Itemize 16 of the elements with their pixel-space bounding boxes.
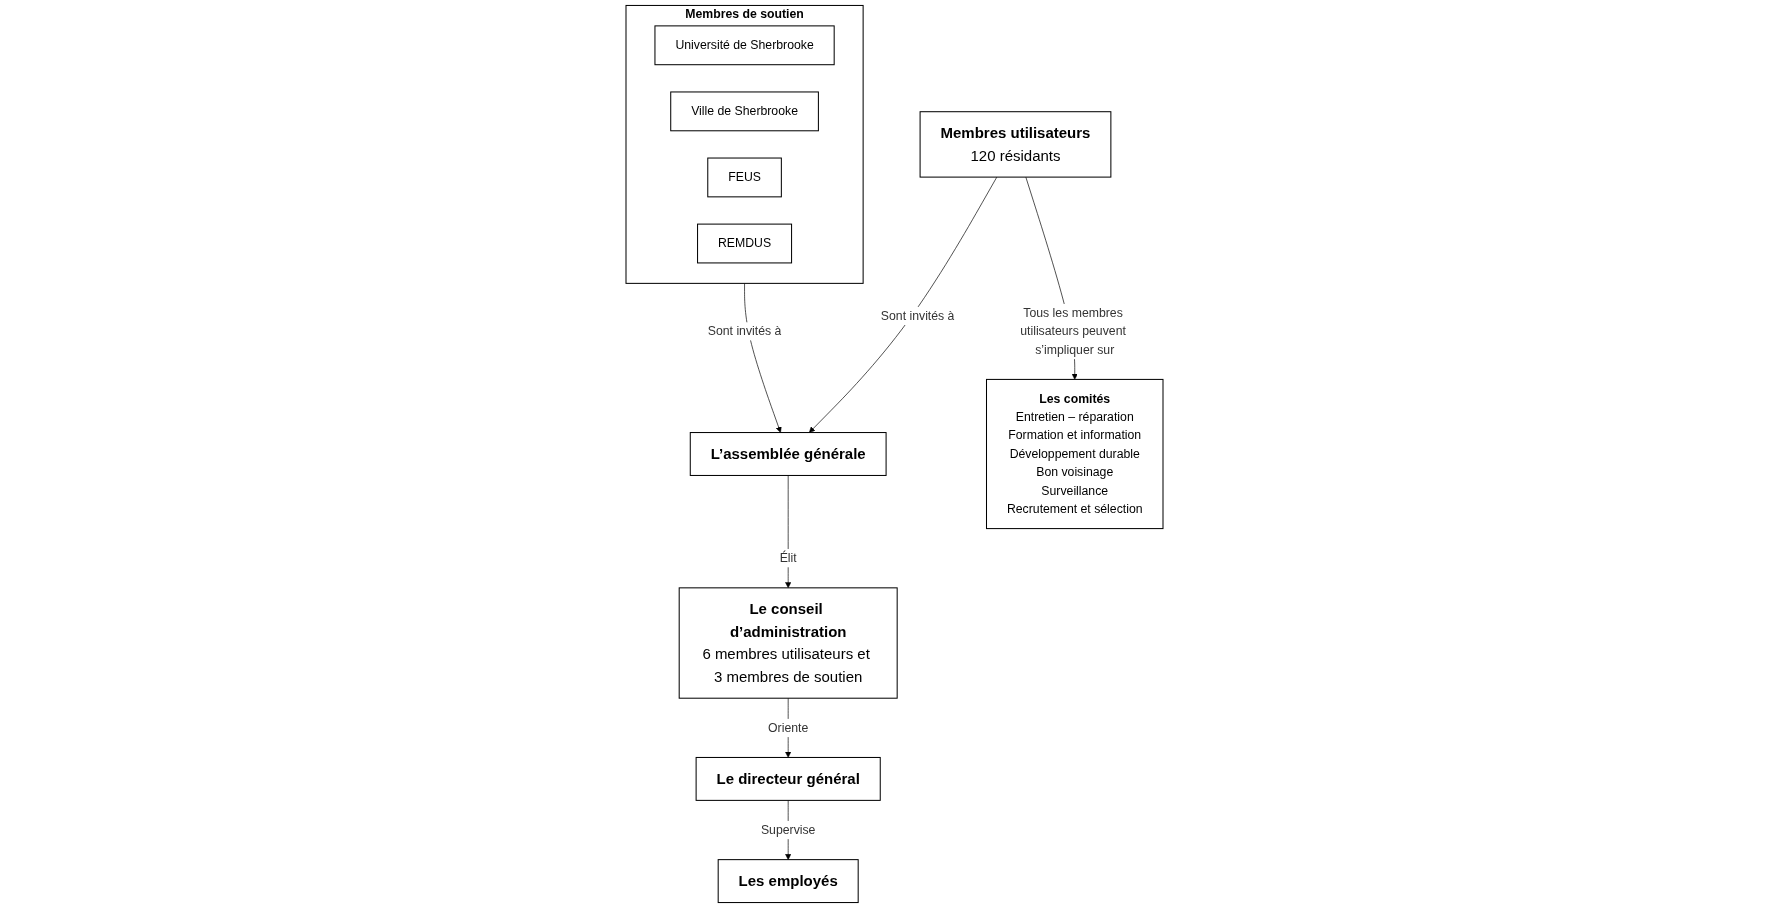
edge-label: Sont invités à: [880, 308, 955, 323]
node-box: Membres utilisateurs 120 résidants: [919, 111, 1112, 178]
node-box: Les employés: [717, 859, 859, 904]
node-box: Ville de Sherbrooke: [670, 91, 819, 132]
edge-label: Sont invités à: [707, 324, 782, 338]
node-box: Université de Sherbrooke: [654, 25, 835, 66]
node-box: Le conseil d’administration 6 membres utilisateurs et 3 membres de soutien: [678, 587, 898, 699]
edge-label: Élit: [779, 551, 797, 565]
node-box: Les comités Entretien – réparation Formation et information Développement durable Bon voisinage Surveillance Recrutement et sélection: [986, 378, 1164, 530]
node-box: L’assemblée générale: [689, 432, 887, 476]
edge-label: Oriente: [768, 720, 809, 735]
node-box: REMDUS: [697, 223, 793, 264]
node-box: Le directeur général: [695, 756, 881, 801]
edge-label: Tous les membres utilisateurs peuvent s’impliquer sur: [1020, 305, 1126, 357]
edge-label: Supervise: [760, 822, 816, 837]
node-box: FEUS: [707, 157, 782, 198]
